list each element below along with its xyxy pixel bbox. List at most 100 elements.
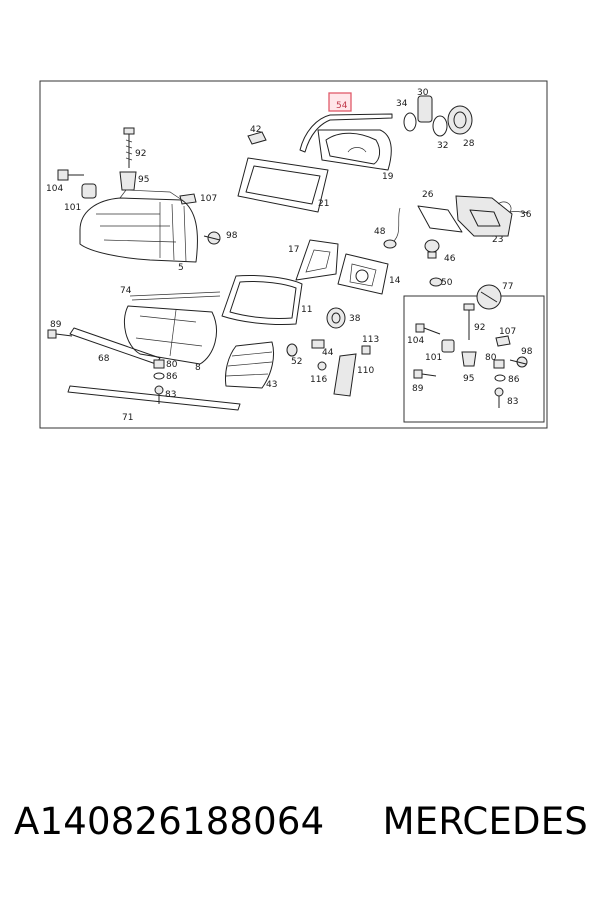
inset-label-86: 86 — [508, 375, 520, 385]
label-28: 28 — [463, 139, 475, 149]
label-77: 77 — [502, 282, 513, 292]
label-19: 19 — [382, 172, 394, 182]
label-110: 110 — [357, 366, 374, 376]
inset-95-clip — [461, 351, 477, 367]
part-107-clip — [179, 193, 197, 205]
inset-92-screw — [463, 303, 475, 340]
inset-101-nut — [441, 339, 455, 353]
part-46-bulb — [424, 239, 440, 259]
part-77-cap — [476, 284, 502, 310]
part-52-bulb — [286, 343, 298, 357]
part-21-frame — [237, 157, 329, 213]
part-74-strip — [129, 291, 221, 301]
part-92-screw — [123, 127, 135, 168]
inset-label-92: 92 — [474, 323, 485, 333]
part-42-clip — [247, 131, 267, 145]
label-71: 71 — [122, 413, 133, 423]
part-number: A140826188064 — [14, 800, 325, 843]
label-95: 95 — [138, 175, 149, 185]
part-54-trim — [299, 113, 393, 153]
label-44: 44 — [322, 348, 334, 358]
part-43-indicator — [225, 341, 275, 389]
part-113-clip — [361, 345, 371, 355]
headlamp-exploded-diagram: 54 — [39, 80, 548, 429]
part-48-bulb — [383, 207, 401, 249]
part-86-washer — [153, 372, 165, 380]
part-28-cap — [447, 105, 473, 135]
label-17: 17 — [288, 245, 299, 255]
label-104: 104 — [46, 184, 63, 194]
label-86: 86 — [166, 372, 178, 382]
inset-label-83: 83 — [507, 397, 518, 407]
part-50-bulb — [429, 277, 443, 287]
part-8-lens — [124, 305, 217, 365]
label-23: 23 — [492, 235, 503, 245]
highlight-box-54[interactable] — [328, 92, 352, 112]
inset-label-104: 104 — [407, 336, 424, 346]
label-113: 113 — [362, 335, 379, 345]
label-107: 107 — [200, 194, 217, 204]
label-83: 83 — [165, 390, 176, 400]
part-104-bolt — [57, 169, 84, 181]
inset-107-clip — [495, 335, 511, 347]
label-42: 42 — [250, 125, 261, 135]
label-5: 5 — [178, 263, 184, 273]
part-32-ring — [432, 115, 448, 137]
label-68: 68 — [98, 354, 110, 364]
label-46: 46 — [444, 254, 456, 264]
inset-label-89: 89 — [412, 384, 424, 394]
label-50: 50 — [441, 278, 453, 288]
part-71-strip — [67, 385, 241, 411]
part-98-clip — [203, 231, 221, 245]
label-74: 74 — [120, 286, 132, 296]
part-26-gasket — [417, 205, 463, 233]
part-44-socket — [311, 339, 325, 349]
part-83-screw — [154, 385, 164, 404]
label-98: 98 — [226, 231, 238, 241]
label-80: 80 — [166, 360, 178, 370]
label-14: 14 — [389, 276, 401, 286]
label-92: 92 — [135, 149, 146, 159]
inset-80-clip — [493, 359, 505, 369]
label-38: 38 — [349, 314, 361, 324]
label-52: 52 — [291, 357, 302, 367]
part-101-nut — [81, 183, 97, 199]
label-11: 11 — [301, 305, 312, 315]
label-21: 21 — [318, 199, 329, 209]
label-8: 8 — [195, 363, 201, 373]
part-95-clip — [119, 171, 137, 191]
label-26: 26 — [422, 190, 434, 200]
highlight-label-54: 54 — [336, 101, 348, 111]
inset-label-101: 101 — [425, 353, 442, 363]
inset-86-washer — [494, 374, 506, 382]
label-34: 34 — [396, 99, 408, 109]
part-30-holder — [417, 95, 433, 123]
part-38-socket — [326, 307, 346, 329]
label-89: 89 — [50, 320, 62, 330]
inset-label-80: 80 — [485, 353, 497, 363]
inset-label-95: 95 — [463, 374, 474, 384]
label-36: 36 — [520, 210, 532, 220]
part-80-clip — [153, 359, 165, 369]
brand-name: MERCEDES — [382, 800, 588, 843]
part-14-reflector — [337, 253, 389, 295]
part-19-frame — [317, 129, 392, 171]
inset-83-screw — [494, 387, 504, 408]
label-32: 32 — [437, 141, 448, 151]
inset-98-clip — [509, 356, 528, 368]
part-23-cover — [455, 195, 513, 237]
part-11-lens — [221, 275, 303, 325]
label-101: 101 — [64, 203, 81, 213]
part-36-wire — [497, 201, 529, 213]
label-48: 48 — [374, 227, 386, 237]
part-5-headlamp — [79, 189, 198, 263]
inset-89-bolt — [413, 369, 437, 379]
part-17-reflector — [295, 239, 339, 281]
label-30: 30 — [417, 88, 429, 98]
label-116: 116 — [310, 375, 327, 385]
inset-label-107: 107 — [499, 327, 516, 337]
inset-label-98: 98 — [521, 347, 533, 357]
footer: A140826188064 MERCEDES — [0, 800, 600, 843]
label-43: 43 — [266, 380, 277, 390]
part-89-bolt — [47, 329, 73, 339]
